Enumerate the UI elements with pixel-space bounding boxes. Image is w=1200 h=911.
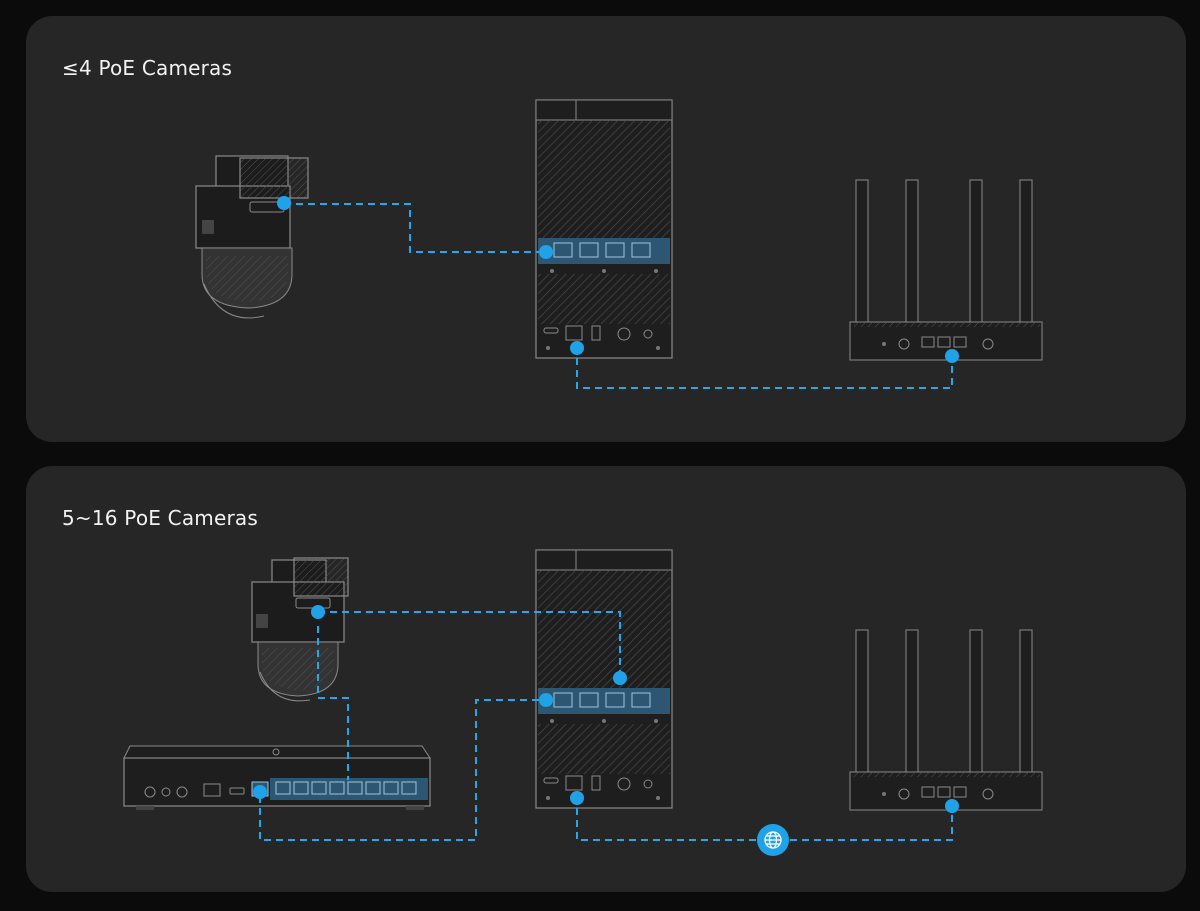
line-camera-to-nvr [284,203,544,253]
connection-dots [277,196,959,363]
panel-title: 5~16 PoE Cameras [62,506,258,530]
line-nvr-to-router [576,346,953,389]
connection-lines [284,203,953,389]
line-switch-to-nvr [259,699,544,841]
line-nvr-to-internet [576,796,756,841]
connection-dots [253,605,959,813]
nvr-poe-ports [553,242,651,258]
line-camera-to-nvr [318,611,621,678]
nvr [535,99,673,359]
poe-switch [123,745,431,810]
nvr [535,549,673,809]
line-camera-to-switch [317,626,349,780]
panel-4-cameras: ≤4 PoE Cameras [26,16,1186,442]
diagram-16-cameras [123,549,1043,856]
globe-icon [757,824,789,856]
connection-lines [259,611,953,841]
panel-title: ≤4 PoE Cameras [62,56,233,80]
panel-16-cameras: 5~16 PoE Cameras [26,466,1186,892]
router [849,629,1043,811]
router [849,179,1043,361]
ptz-camera [195,155,309,319]
ptz-camera [251,557,349,702]
diagram-4-cameras [195,99,1043,389]
line-internet-to-router [790,806,953,841]
